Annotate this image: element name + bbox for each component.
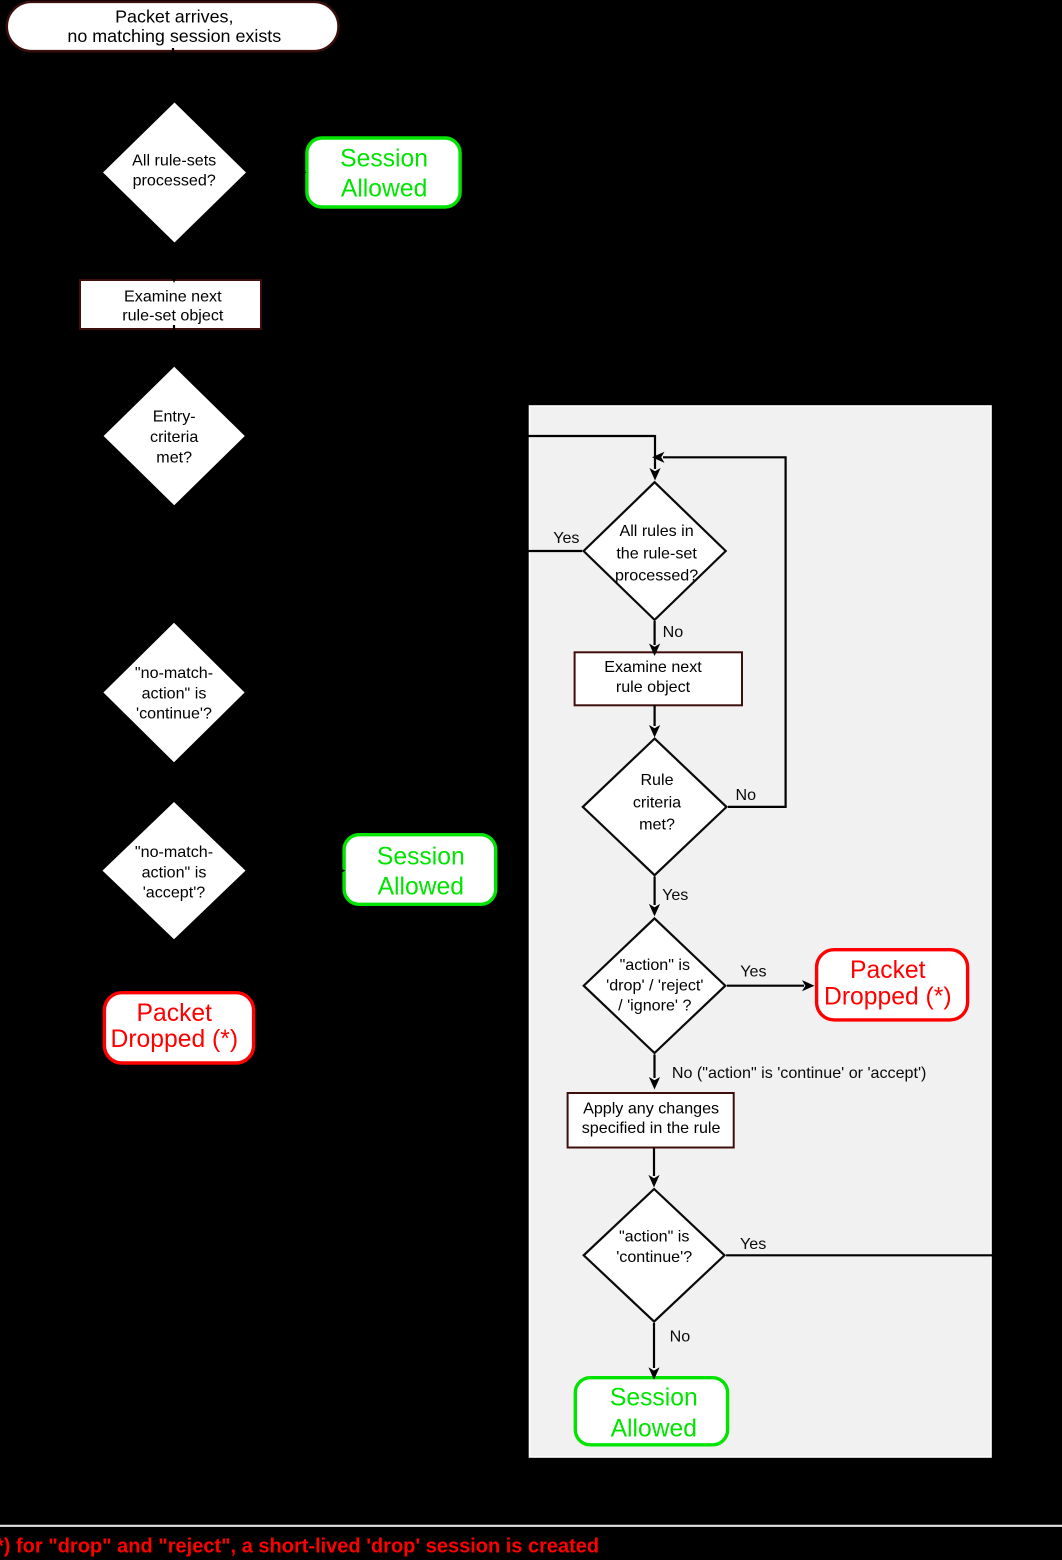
svg-text:met?: met? (156, 448, 192, 466)
svg-text:Dropped (*): Dropped (*) (110, 1026, 238, 1053)
svg-text:Session: Session (340, 145, 428, 172)
svg-text:Rule: Rule (640, 771, 673, 789)
svg-text:Packet: Packet (850, 957, 926, 984)
svg-text:processed?: processed? (615, 566, 698, 584)
svg-text:*) for "drop" and "reject", a: *) for "drop" and "reject", a short-live… (0, 1535, 599, 1557)
svg-text:All rules in: All rules in (619, 522, 693, 540)
svg-text:'accept'?: 'accept'? (143, 884, 206, 902)
svg-text:Examine next: Examine next (124, 287, 222, 305)
svg-text:rule-set object: rule-set object (122, 307, 224, 325)
svg-text:met?: met? (639, 816, 675, 834)
svg-text:Examine next: Examine next (604, 658, 702, 676)
svg-text:Allowed: Allowed (611, 1415, 697, 1442)
svg-text:Session: Session (377, 843, 465, 870)
svg-text:No: No (736, 786, 757, 804)
svg-text:criteria: criteria (150, 428, 198, 446)
svg-text:No ("action" is 'continue' or: No ("action" is 'continue' or 'accept') (672, 1064, 927, 1082)
svg-text:no matching session exists: no matching session exists (67, 26, 281, 46)
svg-text:specified in the rule: specified in the rule (582, 1119, 721, 1137)
svg-text:Packet arrives,: Packet arrives, (115, 6, 233, 26)
svg-text:'continue'?: 'continue'? (616, 1248, 692, 1266)
svg-text:Packet: Packet (137, 1000, 213, 1027)
svg-text:"no-match-: "no-match- (135, 664, 213, 682)
svg-text:"action" is: "action" is (620, 956, 690, 974)
svg-text:"no-match-: "no-match- (135, 843, 213, 861)
svg-text:processed?: processed? (133, 172, 216, 190)
svg-text:Yes: Yes (740, 963, 766, 981)
svg-text:'continue'?: 'continue'? (136, 705, 212, 723)
svg-text:No: No (663, 623, 684, 641)
svg-text:"action" is: "action" is (619, 1228, 689, 1246)
svg-text:action" is: action" is (142, 684, 207, 702)
svg-text:/ 'ignore' ?: / 'ignore' ? (618, 997, 691, 1015)
svg-text:Session: Session (610, 1384, 698, 1411)
svg-text:rule object: rule object (616, 678, 691, 696)
svg-text:Yes: Yes (662, 886, 688, 904)
svg-text:'drop' / 'reject': 'drop' / 'reject' (606, 976, 703, 994)
svg-text:No: No (670, 1327, 691, 1345)
svg-text:Allowed: Allowed (378, 873, 464, 900)
svg-text:action" is: action" is (142, 863, 207, 881)
svg-text:All rule-sets: All rule-sets (132, 152, 216, 170)
svg-text:Entry-: Entry- (153, 408, 196, 426)
svg-text:Allowed: Allowed (341, 175, 427, 202)
svg-text:Dropped (*): Dropped (*) (824, 984, 952, 1011)
svg-text:the rule-set: the rule-set (616, 544, 697, 562)
svg-text:Yes: Yes (740, 1235, 766, 1253)
svg-text:Apply any changes: Apply any changes (583, 1099, 719, 1117)
svg-text:Yes: Yes (553, 529, 579, 547)
svg-text:criteria: criteria (633, 794, 681, 812)
